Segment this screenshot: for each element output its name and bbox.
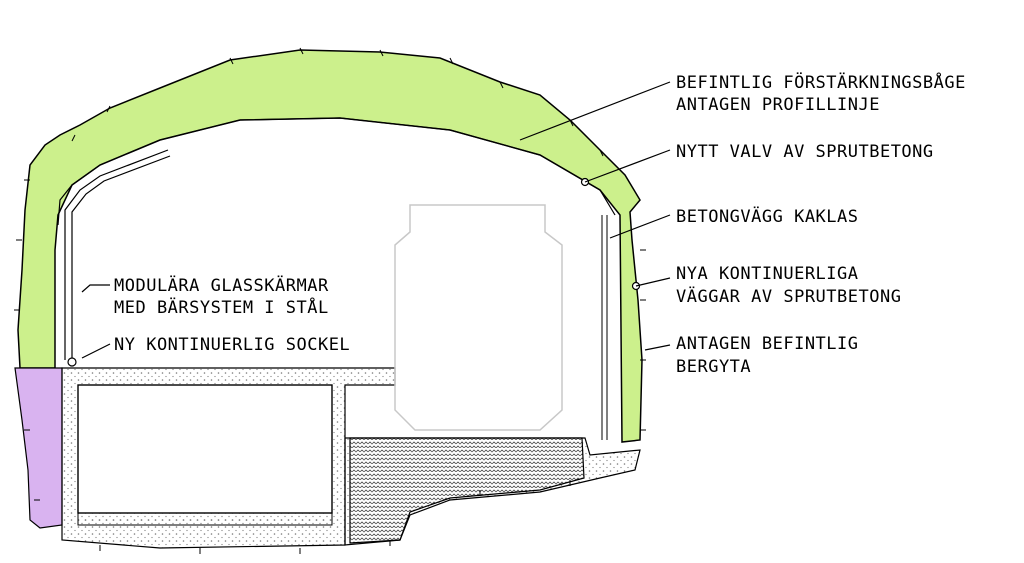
label-rock-surface-2: BERGYTA: [676, 357, 751, 377]
rock-block-left: [14, 367, 63, 529]
inner-slab: [77, 512, 333, 526]
label-reinforcement-arch-2: ANTAGEN PROFILLINJE: [676, 95, 880, 115]
label-glass-screens-1: MODULÄRA GLASSKÄRMAR: [114, 275, 329, 296]
label-new-walls-1: NYA KONTINUERLIGA: [676, 264, 859, 284]
label-reinforcement-arch-1: BEFINTLIG FÖRSTÄRKNINGSBÅGE: [676, 71, 966, 93]
plinth-marker: [67, 357, 77, 367]
clearance-outline: [394, 204, 563, 431]
label-new-walls-2: VÄGGAR AV SPRUTBETONG: [676, 286, 901, 307]
label-concrete-wall: BETONGVÄGG KAKLAS: [676, 206, 859, 227]
gravel-ballast: [349, 437, 585, 544]
label-glass-screens-2: MED BÄRSYSTEM I STÅL: [114, 296, 329, 318]
inner-chamber: [77, 384, 333, 514]
label-new-vault: NYTT VALV AV SPRUTBETONG: [676, 142, 934, 162]
glass-screen-frame: [64, 149, 171, 360]
rock-ticks: [14, 47, 646, 554]
label-plinth: NY KONTINUERLIG SOCKEL: [114, 335, 350, 355]
concrete-wall-right: [601, 215, 608, 440]
leader-lines: [81, 81, 671, 359]
label-rock-surface-1: ANTAGEN BEFINTLIG: [676, 334, 859, 354]
new-vault-line: [57, 117, 616, 226]
